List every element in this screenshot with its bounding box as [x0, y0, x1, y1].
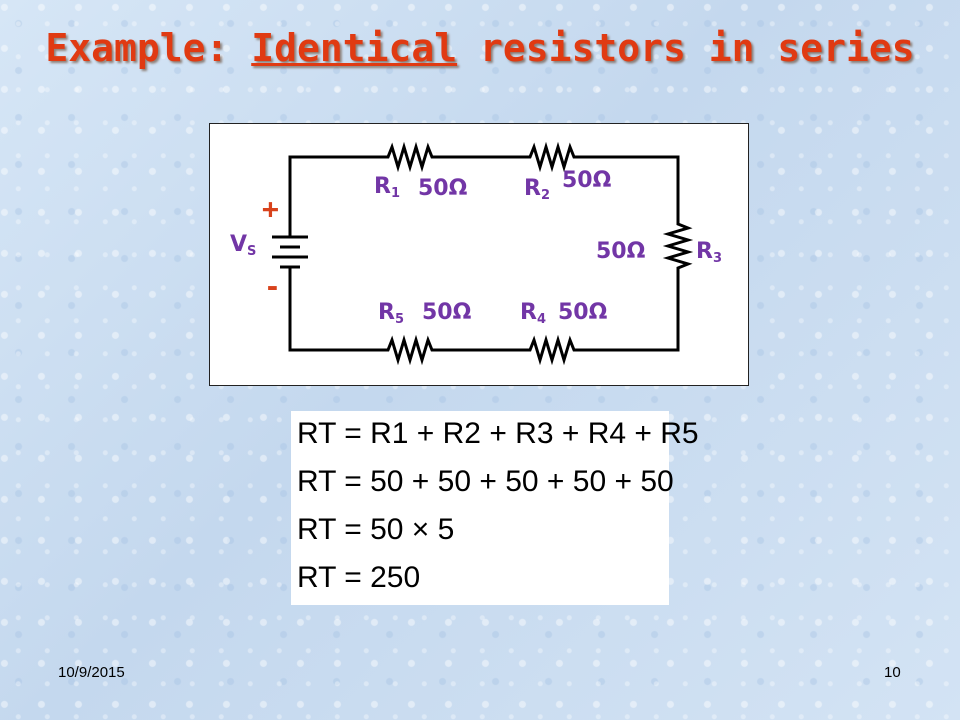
r2-name: R: [524, 176, 541, 201]
circuit-diagram: + - VS R1 50Ω R2 50Ω 50Ω R3 R4 50Ω R5 50…: [209, 123, 749, 386]
battery-plates: [272, 235, 308, 269]
title-suffix: resistors in series: [457, 26, 915, 70]
top-wire-with-r1-r2: [288, 141, 680, 173]
equation-line-1: RT = R1 + R2 + R3 + R4 + R5: [297, 417, 699, 450]
equation-line-3: RT = 50 × 5: [297, 513, 455, 546]
slide-number: 10: [884, 664, 901, 681]
circuit-schematic: [272, 141, 694, 366]
equation-line-4: RT = 250: [297, 561, 421, 594]
bottom-wire-with-r4-r5: [288, 334, 680, 366]
r3-name: R: [696, 239, 713, 264]
slide-title: Example: Identical resistors in series: [0, 26, 960, 70]
title-underlined-word: Identical: [251, 26, 458, 70]
r4-name: R: [520, 300, 537, 325]
r3-value: 50Ω: [596, 239, 646, 264]
r3-label: R3: [696, 239, 722, 266]
r4-label: R4: [520, 300, 546, 327]
r2-label: R2: [524, 176, 550, 203]
title-prefix: Example:: [45, 26, 252, 70]
right-wire-with-r3: [662, 155, 694, 352]
r1-label: R1: [374, 174, 400, 201]
r5-value: 50Ω: [422, 300, 472, 325]
r5-name: R: [378, 300, 395, 325]
r4-value: 50Ω: [558, 300, 608, 325]
r1-name: R: [374, 174, 391, 199]
slide-date: 10/9/2015: [58, 664, 125, 681]
r5-sub: 5: [394, 312, 404, 327]
voltage-source-label: VS: [230, 232, 256, 259]
equation-line-2: RT = 50 + 50 + 50 + 50 + 50: [297, 465, 674, 498]
source-subscript: S: [247, 244, 257, 259]
plus-terminal-sign: +: [262, 192, 279, 225]
r5-label: R5: [378, 300, 404, 327]
r2-sub: 2: [540, 188, 550, 203]
minus-terminal-sign: -: [264, 270, 281, 303]
r1-sub: 1: [390, 186, 400, 201]
r4-sub: 4: [536, 312, 546, 327]
r3-sub: 3: [712, 251, 722, 266]
equations-panel: RT = R1 + R2 + R3 + R4 + R5 RT = 50 + 50…: [291, 411, 699, 605]
source-symbol: V: [230, 232, 248, 257]
r1-value: 50Ω: [418, 176, 468, 201]
r2-value: 50Ω: [562, 168, 612, 193]
